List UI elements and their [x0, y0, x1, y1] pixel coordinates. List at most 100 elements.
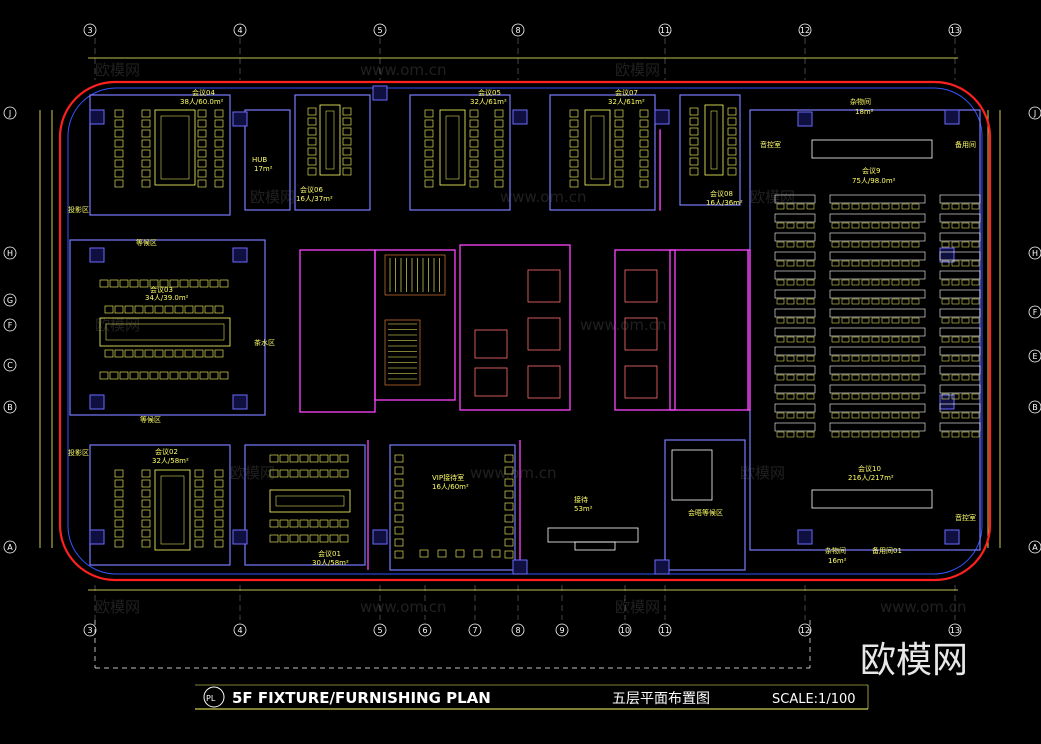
svg-text:11: 11: [660, 26, 670, 35]
column: [232, 394, 248, 410]
column: [944, 529, 960, 545]
axis-bubble-top: 5: [373, 23, 387, 37]
chair: [851, 222, 860, 229]
chair: [124, 349, 134, 358]
title-badge: PL: [206, 694, 216, 703]
desk-row: [939, 403, 981, 413]
chair: [204, 349, 214, 358]
svg-text:3: 3: [87, 26, 92, 35]
chair: [214, 479, 224, 488]
desk-row: [939, 213, 981, 223]
reception-desk-return: [574, 541, 616, 551]
svg-text:6: 6: [422, 626, 427, 635]
chair: [891, 374, 900, 381]
chair: [504, 466, 514, 475]
chair: [197, 119, 207, 128]
chair: [689, 117, 699, 126]
chair: [114, 159, 124, 168]
svg-text:5: 5: [377, 26, 382, 35]
chair: [639, 169, 649, 178]
chair: [194, 489, 204, 498]
chair: [861, 203, 870, 210]
building-outline: [58, 80, 992, 582]
chair: [424, 179, 434, 188]
control-room-top: 音控室: [760, 140, 781, 149]
chair: [179, 279, 189, 288]
chair: [141, 149, 151, 158]
chair: [891, 317, 900, 324]
chair: [971, 412, 980, 419]
chair: [469, 139, 479, 148]
axis-bubble-right: F: [1028, 305, 1041, 319]
chair: [841, 279, 850, 286]
chair: [639, 149, 649, 158]
chair: [911, 241, 920, 248]
chair: [164, 305, 174, 314]
axis-bubble-left: G: [3, 293, 17, 307]
chair: [169, 279, 179, 288]
column: [372, 529, 388, 545]
top-room-walls: [69, 94, 981, 571]
chair: [141, 509, 151, 518]
desk-row: [939, 422, 981, 432]
chair: [961, 203, 970, 210]
chair: [319, 519, 329, 528]
watermark-site: www.om.cn: [580, 316, 667, 334]
watermark-layer: 欧模网 www.om.cn 欧模网 欧模网 www.om.cn 欧模网 欧模网 …: [95, 61, 967, 616]
chair: [309, 454, 319, 463]
chair: [971, 222, 980, 229]
chair: [806, 298, 815, 305]
spare-room-right: 备用间: [955, 140, 976, 149]
axis-bubble-left: H: [3, 246, 17, 260]
chair: [941, 374, 950, 381]
chair: [569, 169, 579, 178]
chair: [951, 241, 960, 248]
chair: [891, 412, 900, 419]
svg-text:5: 5: [377, 626, 382, 635]
chair: [891, 279, 900, 286]
chair: [941, 355, 950, 362]
chair: [776, 260, 785, 267]
chair: [727, 167, 737, 176]
chair: [394, 502, 404, 511]
chair: [419, 549, 429, 558]
projection-area-bottom: 投影区: [68, 448, 89, 457]
chair: [114, 509, 124, 518]
chair: [141, 179, 151, 188]
chair: [194, 479, 204, 488]
chair: [289, 469, 299, 478]
chair: [184, 305, 194, 314]
chair: [214, 129, 224, 138]
chair: [951, 260, 960, 267]
chair: [841, 260, 850, 267]
room-r01-capacity: 30人/58m²: [312, 559, 349, 567]
chair: [971, 203, 980, 210]
table-inset: [105, 323, 225, 341]
chair: [214, 529, 224, 538]
chair: [114, 499, 124, 508]
chair: [806, 355, 815, 362]
watermark-site: www.om.cn: [360, 598, 447, 616]
axis-bubble-left: B: [3, 400, 17, 414]
chair: [469, 169, 479, 178]
chair: [861, 260, 870, 267]
chair: [114, 489, 124, 498]
chair: [214, 159, 224, 168]
chair: [941, 412, 950, 419]
chair: [342, 127, 352, 136]
chair: [796, 355, 805, 362]
chair: [189, 279, 199, 288]
watermark-brand: 欧模网: [740, 464, 785, 482]
desk-row: [774, 251, 816, 261]
column: [939, 394, 955, 410]
chair: [961, 279, 970, 286]
chair: [911, 393, 920, 400]
chair: [141, 109, 151, 118]
chair: [941, 203, 950, 210]
chair: [504, 550, 514, 559]
desk-row: [829, 232, 926, 242]
chair: [951, 412, 960, 419]
chair: [469, 109, 479, 118]
chair: [342, 167, 352, 176]
chair: [881, 241, 890, 248]
